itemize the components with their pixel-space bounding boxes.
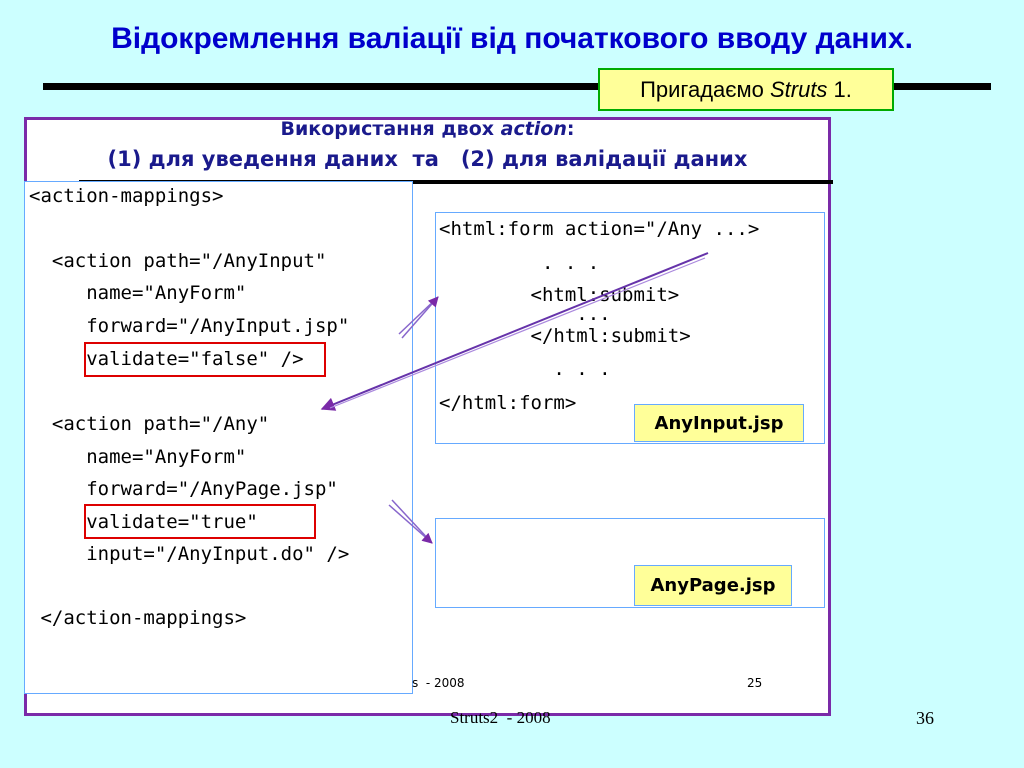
code-line: <action-mappings> — [29, 185, 224, 207]
code-line: name="AnyForm" — [29, 282, 247, 304]
arrow-submit-to-any-action — [320, 252, 709, 411]
validate-false-highlight — [84, 342, 326, 377]
panel-heading-em: action — [500, 118, 567, 140]
action-mappings-code-box — [24, 181, 413, 694]
code-line: <action path="/Any" — [29, 413, 270, 435]
form-code-line: </html:form> — [439, 392, 577, 414]
inner-footer-left: s - 2008 — [412, 676, 465, 690]
struts-note: Пригадаємо Struts 1. — [598, 68, 894, 111]
panel-heading-line1: Використання двох action: — [27, 118, 828, 140]
anyinput-jsp-label: AnyInput.jsp — [634, 404, 804, 442]
validate-true-highlight — [84, 504, 316, 539]
anypage-jsp-box — [435, 518, 825, 608]
panel-heading-rule — [79, 180, 833, 184]
code-line: input="/AnyInput.do" /> — [29, 543, 350, 565]
form-code-line: . . . — [439, 358, 611, 380]
code-line: </action-mappings> — [29, 607, 247, 629]
note-prefix: Пригадаємо — [640, 76, 770, 102]
arrow-forward-to-anypage — [388, 499, 433, 544]
title-rule — [43, 83, 991, 90]
form-code-line: </html:submit> — [439, 325, 691, 347]
panel-heading-suffix: : — [566, 118, 575, 140]
page-number: 36 — [916, 708, 934, 728]
slide-title: Відокремлення валіації від початкового в… — [111, 22, 913, 55]
code-line: forward="/AnyInput.jsp" — [29, 315, 350, 337]
form-code-line: . . . — [439, 252, 600, 274]
code-line: <action path="/AnyInput" — [29, 250, 327, 272]
panel-heading-prefix: Використання двох — [280, 118, 501, 140]
code-line: validate="true" — [29, 511, 258, 533]
form-code-line: <html:form action="/Any ...> — [439, 218, 760, 240]
footer-left: Struts2 - 2008 — [450, 708, 551, 727]
anypage-jsp-label: AnyPage.jsp — [634, 565, 792, 606]
panel-heading-line2: (1) для уведення даних та (2) для валіда… — [107, 147, 748, 171]
note-suffix: 1. — [827, 76, 852, 102]
form-code-line: ... — [439, 303, 611, 325]
code-line: validate="false" /> — [29, 348, 304, 370]
code-line: name="AnyForm" — [29, 446, 247, 468]
note-em: Struts — [769, 76, 828, 102]
arrow-forward-to-anyinput — [398, 296, 439, 339]
code-line: forward="/AnyPage.jsp" — [29, 478, 338, 500]
inner-footer-right: 25 — [747, 676, 763, 690]
